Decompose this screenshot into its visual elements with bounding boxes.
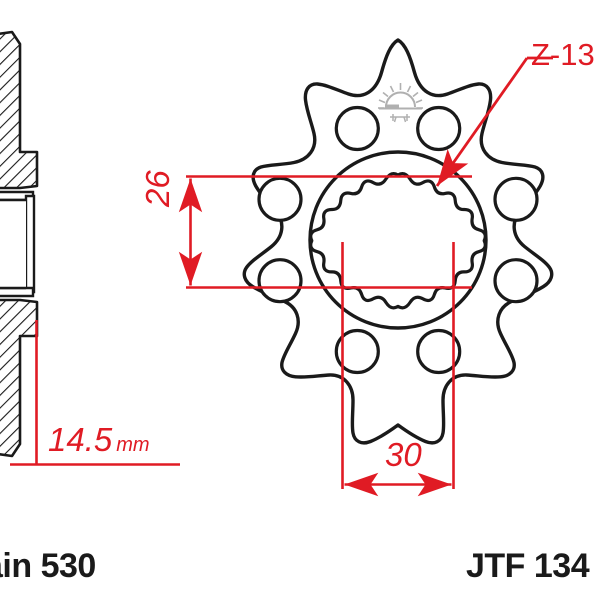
section-view-group — [0, 30, 39, 458]
section-upper-rim — [0, 30, 39, 190]
lightening-hole — [416, 105, 462, 152]
lightening-hole — [334, 105, 380, 152]
lightening-hole — [257, 176, 303, 222]
section-lower-web — [0, 286, 35, 298]
sprocket-front-view — [242, 38, 554, 445]
part-number-label: JTF 134 — [466, 547, 590, 585]
spline-width-dimension-label: 30 — [385, 436, 422, 473]
chain-spec-label: ain 530 — [0, 547, 96, 585]
splined-center-bore — [309, 171, 487, 310]
lightening-hole — [334, 328, 380, 375]
spline-height-dimension-label: 26 — [139, 170, 176, 207]
z13-leader-arrow — [435, 57, 529, 187]
dimension-lines — [10, 56, 553, 497]
z13-leader — [435, 56, 553, 187]
sunrise-logo — [378, 83, 423, 123]
dim-26 — [178, 175, 472, 289]
lightening-hole — [493, 258, 539, 304]
lightening-hole — [257, 258, 303, 304]
lightening-holes — [257, 105, 539, 375]
thickness-unit: mm — [116, 434, 150, 456]
section-hub-wall — [24, 194, 36, 294]
thickness-value: 14.5 — [48, 421, 113, 458]
dim-30 — [341, 242, 455, 497]
tooth-count-label: Z-13 — [531, 37, 595, 72]
lightening-hole — [416, 328, 462, 375]
dim-14-5 — [10, 320, 180, 466]
section-lower-rim — [0, 298, 39, 458]
lightening-hole — [493, 176, 539, 222]
